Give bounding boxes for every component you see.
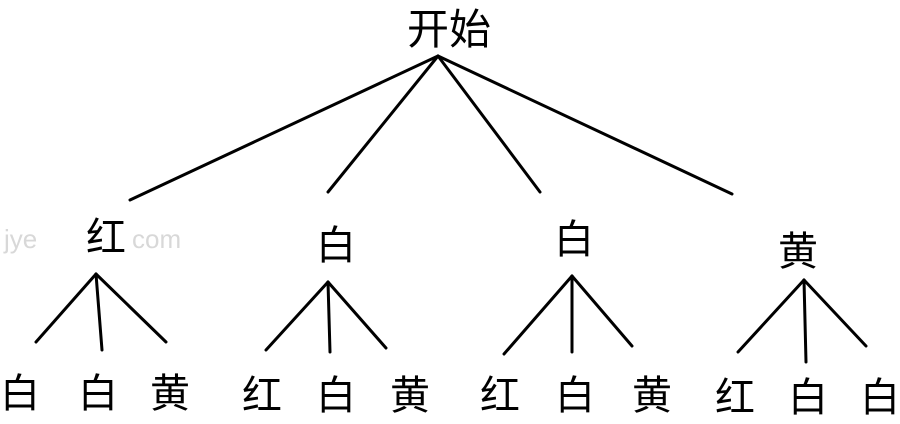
leaf-node-1-3: 黄 xyxy=(150,371,190,417)
edge-branch-4-leaf-3 xyxy=(802,278,868,348)
leaf-node-4-1: 红 xyxy=(715,375,755,421)
watermark-left: jye xyxy=(4,224,38,254)
leaf-node-2-3: 黄 xyxy=(390,373,430,419)
edge-branch-2-leaf-2 xyxy=(326,280,332,354)
edge-root-branch-1 xyxy=(128,54,440,202)
branch-node-3: 白 xyxy=(554,217,594,263)
watermark-right: com xyxy=(132,224,182,254)
leaf-node-4-3: 白 xyxy=(860,375,900,421)
edge-branch-1-leaf-2 xyxy=(94,272,104,352)
leaf-node-3-2: 白 xyxy=(555,373,595,419)
edge-branch-3-leaf-3 xyxy=(570,274,634,348)
branch-node-4: 黄 xyxy=(778,229,818,275)
branch-node-1: 红 xyxy=(86,215,126,261)
leaf-node-1-1: 白 xyxy=(0,371,40,417)
leaf-node-1-2: 白 xyxy=(78,371,118,417)
leaf-node-2-2: 白 xyxy=(316,373,356,419)
edge-root-branch-4 xyxy=(436,54,734,196)
edge-branch-3-leaf-1 xyxy=(502,274,574,356)
edge-root-branch-3 xyxy=(436,54,542,194)
edge-root-branch-2 xyxy=(326,54,440,194)
leaf-node-3-1: 红 xyxy=(480,373,520,419)
edge-branch-1-leaf-3 xyxy=(94,272,168,344)
edge-branch-1-leaf-1 xyxy=(34,272,98,344)
leaf-node-3-3: 黄 xyxy=(632,373,672,419)
edge-branch-4-leaf-1 xyxy=(736,278,806,354)
edge-branch-4-leaf-2 xyxy=(802,278,808,364)
leaf-node-4-2: 白 xyxy=(788,375,828,421)
edge-branch-2-leaf-3 xyxy=(326,280,388,350)
branch-node-2: 白 xyxy=(316,223,356,269)
edge-branch-2-leaf-1 xyxy=(264,280,330,352)
leaf-node-2-1: 红 xyxy=(242,373,282,419)
root-node: 开始 xyxy=(406,5,492,54)
